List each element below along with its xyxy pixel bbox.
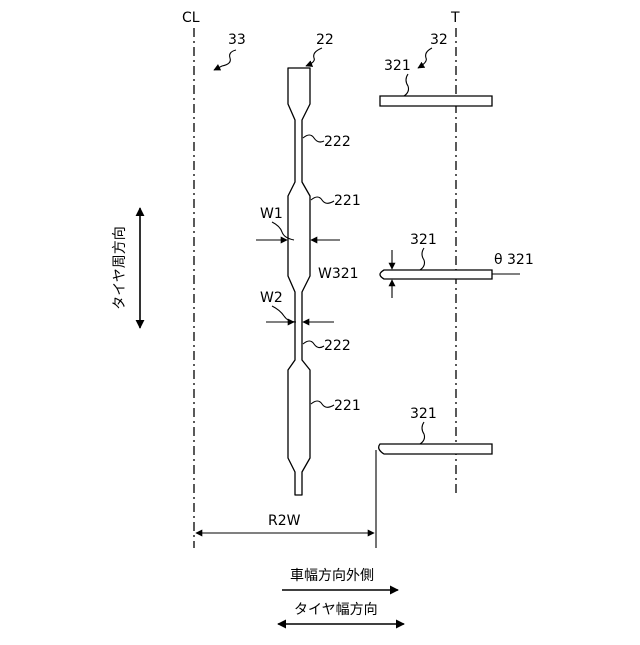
label-221-lower: 221 — [334, 398, 361, 414]
label-vehicle-width-outside: 車幅方向外側 — [290, 567, 374, 584]
lateral-sipe-321-bottom — [379, 444, 492, 454]
label-theta-321: θ 321 — [494, 252, 534, 268]
label-t: T — [450, 10, 460, 26]
label-222-upper: 222 — [324, 134, 351, 150]
label-221-upper: 221 — [334, 193, 361, 209]
leader-32 — [418, 48, 432, 68]
leader-321-top — [404, 74, 409, 96]
leader-22 — [306, 48, 322, 66]
leader-321-mid — [420, 248, 425, 270]
label-w1: W1 — [260, 206, 283, 222]
label-33: 33 — [228, 32, 246, 48]
label-321-bottom: 321 — [410, 406, 437, 422]
label-321-mid: 321 — [410, 232, 437, 248]
label-w2: W2 — [260, 290, 283, 306]
leader-221-lower — [311, 401, 334, 407]
label-22: 22 — [316, 32, 334, 48]
label-321-top: 321 — [384, 58, 411, 74]
lateral-sipe-321-top — [380, 96, 492, 106]
label-tire-width: タイヤ幅方向 — [294, 602, 378, 618]
label-w321: W321 — [318, 266, 359, 282]
label-222-lower: 222 — [324, 338, 351, 354]
center-sipe-22 — [288, 68, 310, 495]
lateral-sipe-321-mid — [380, 270, 492, 279]
leader-221-upper — [311, 197, 334, 203]
leader-222-upper — [303, 135, 324, 142]
label-cl: CL — [182, 10, 200, 26]
leader-321-bottom — [420, 422, 425, 444]
leader-33 — [214, 50, 236, 70]
label-r2w: R2W — [268, 513, 301, 529]
leader-w2 — [272, 306, 296, 322]
label-32: 32 — [430, 32, 448, 48]
leader-222-lower — [303, 341, 324, 348]
label-tire-circumferential: タイヤ周方向 — [112, 226, 128, 310]
